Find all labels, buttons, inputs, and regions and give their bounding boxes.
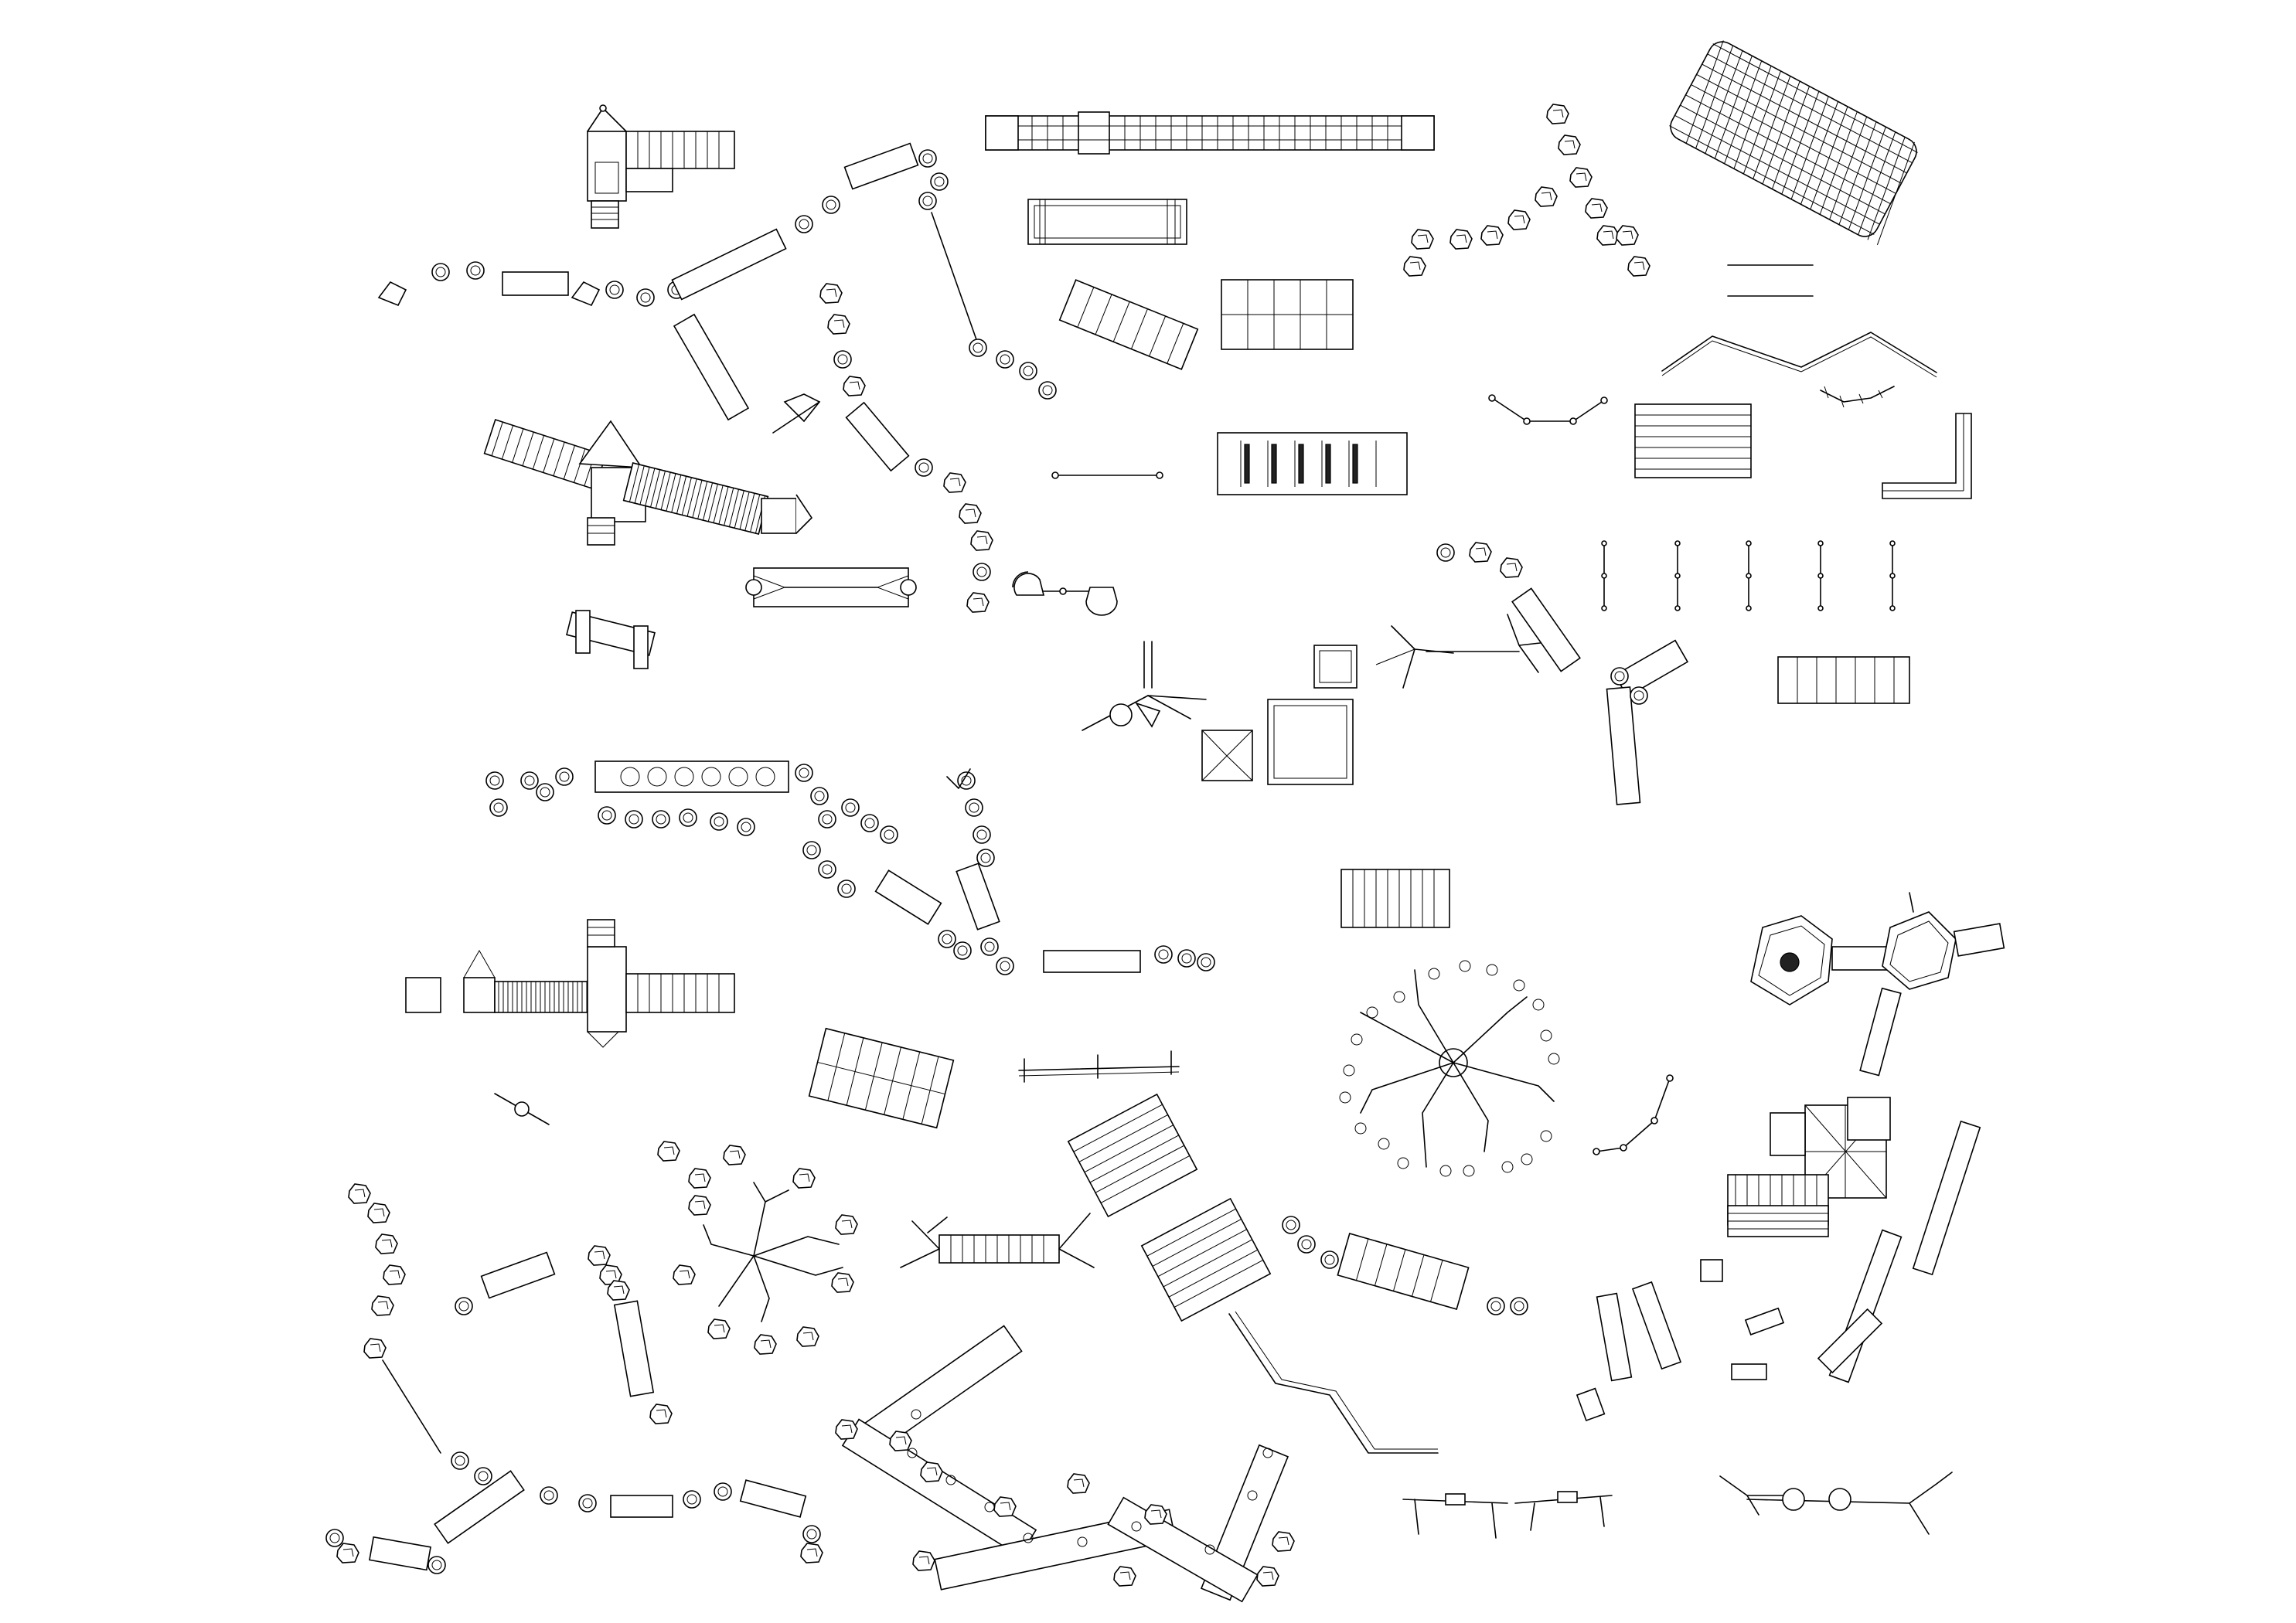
canopy-square: [1201, 730, 1253, 781]
arc-chain: [1593, 1074, 1674, 1155]
diagonal-beams-right: [1511, 587, 1689, 805]
branch-rope-traverse: [1375, 614, 1555, 689]
rail-with-posts: [1018, 1050, 1180, 1083]
slatted-deck: [1634, 403, 1752, 478]
diagonal-beam-with-tripod: [673, 313, 821, 434]
tree-radial-branches: [1339, 960, 1560, 1177]
horizontal-ladder-short: [1777, 656, 1910, 704]
complex-structure-right: [1727, 1097, 1891, 1237]
double-bar-bridge: [745, 567, 917, 607]
corner-rail: [1882, 413, 1972, 499]
branch-traverse-bottom-right: [1719, 1472, 1953, 1535]
parallel-bars: [1727, 264, 1814, 297]
play-structure-with-slide: [483, 418, 813, 546]
slatted-panel-a: [1067, 1093, 1198, 1218]
tire-bridge: [485, 760, 898, 844]
net-tunnel: [1669, 40, 1918, 246]
horizontal-ladder-long: [985, 111, 1435, 155]
stepping-stump-path-mid: [819, 283, 993, 613]
play-structure-bottom-left: [405, 919, 735, 1048]
tree-with-rocks: [657, 1141, 858, 1355]
zigzag-beam-bottom: [1228, 1311, 1439, 1454]
climbing-panel-dotted: [808, 1027, 955, 1129]
log-pile-structure: [835, 1325, 1295, 1603]
small-fittings: [1576, 1259, 1785, 1422]
stepping-stump-path-top-right: [1403, 104, 1650, 277]
angled-ladder: [1058, 279, 1199, 370]
climbing-frame-grid: [1221, 279, 1354, 350]
chain-short: [1820, 386, 1895, 408]
log-spinner: [1082, 641, 1207, 731]
balance-frame-slots: [1217, 432, 1408, 495]
slatted-bridge-angled: [1337, 1233, 1470, 1310]
spinner-small: [494, 1093, 550, 1125]
canopy-small: [1313, 645, 1358, 689]
diagonal-planks-right: [1817, 1120, 1981, 1383]
pole-row: [1601, 540, 1896, 611]
canopy-large: [1267, 699, 1354, 785]
rope-chain-curve: [1488, 394, 1608, 425]
rope-segment: [1051, 471, 1163, 479]
zigzag-beam: [1661, 332, 1937, 378]
balance-bench: [1027, 199, 1187, 245]
slatted-panel-b: [1140, 1197, 1272, 1322]
branch-bridge: [900, 1213, 1095, 1268]
stepping-stump-path-bottom: [325, 1183, 823, 1574]
rope-traverse-bottom: [1402, 1491, 1613, 1539]
slatted-bridge-mid: [1340, 869, 1450, 928]
hex-towers: [1750, 892, 2005, 1077]
seesaw: [1012, 571, 1118, 616]
balance-block-bench: [566, 610, 656, 669]
stump-ring-center: [1436, 542, 1523, 578]
stepping-stump-path-top: [377, 142, 1057, 400]
play-tower-with-ladder: [587, 104, 735, 229]
tire-path-curve: [802, 768, 1215, 975]
